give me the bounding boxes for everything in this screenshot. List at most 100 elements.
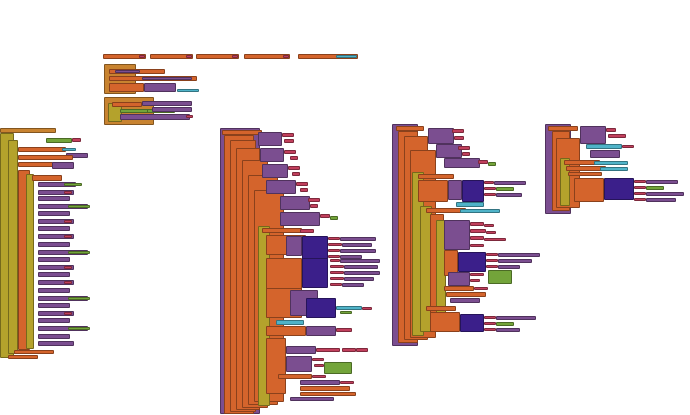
text-value-block[interactable]	[356, 348, 368, 352]
make-dictionary-block[interactable]	[302, 236, 328, 260]
dictionary-lookup-block[interactable]	[580, 126, 606, 144]
set-variable-block[interactable]	[266, 338, 286, 394]
text-value-block[interactable]	[486, 259, 498, 262]
list-value-block[interactable]	[594, 161, 628, 165]
component-call-block[interactable]	[38, 196, 70, 201]
logic-compare-block[interactable]	[496, 187, 514, 191]
dictionary-lookup-block[interactable]	[280, 196, 310, 210]
text-value-block[interactable]	[64, 281, 72, 284]
set-variable-block[interactable]	[18, 162, 53, 167]
text-value-block[interactable]	[470, 279, 480, 282]
list-value-block[interactable]	[177, 89, 199, 92]
global-variable-block[interactable]	[150, 54, 193, 59]
logic-compare-block[interactable]	[64, 183, 82, 186]
text-value-block[interactable]	[308, 198, 320, 202]
text-value-block[interactable]	[64, 312, 72, 315]
component-call-block[interactable]	[306, 326, 336, 336]
text-value-block[interactable]	[312, 358, 324, 361]
text-value-block[interactable]	[484, 238, 506, 241]
text-value-block[interactable]	[186, 55, 192, 58]
text-value-block[interactable]	[284, 139, 294, 143]
component-call-block[interactable]	[448, 180, 462, 200]
logic-compare-block[interactable]	[46, 138, 72, 143]
text-value-block[interactable]	[282, 133, 294, 137]
component-call-block[interactable]	[152, 107, 192, 112]
logic-compare-block[interactable]	[324, 362, 352, 374]
component-call-block[interactable]	[344, 277, 374, 281]
text-value-block[interactable]	[340, 381, 354, 384]
text-value-block[interactable]	[310, 204, 318, 208]
component-call-block[interactable]	[38, 219, 74, 224]
text-value-block[interactable]	[64, 266, 72, 269]
component-call-block[interactable]	[342, 283, 364, 287]
logic-compare-block[interactable]	[68, 205, 90, 208]
component-call-block[interactable]	[280, 212, 320, 226]
list-value-block[interactable]	[336, 55, 357, 58]
component-call-block[interactable]	[450, 298, 480, 303]
component-call-block[interactable]	[115, 70, 140, 73]
text-value-block[interactable]	[328, 243, 342, 246]
set-variable-block[interactable]	[444, 286, 474, 291]
text-value-block[interactable]	[634, 186, 646, 189]
component-call-block[interactable]	[496, 316, 536, 320]
logic-compare-block[interactable]	[488, 270, 512, 284]
logic-compare-block[interactable]	[68, 251, 90, 254]
set-variable-block[interactable]	[266, 326, 306, 336]
dictionary-lookup-block[interactable]	[258, 132, 282, 146]
text-value-block[interactable]	[478, 160, 488, 164]
text-value-block[interactable]	[470, 222, 484, 226]
set-variable-block[interactable]	[18, 155, 73, 160]
set-variable-block[interactable]	[262, 228, 302, 233]
logic-compare-block[interactable]	[496, 322, 514, 326]
make-dictionary-block[interactable]	[458, 252, 486, 272]
component-call-block[interactable]	[286, 346, 316, 354]
set-variable-block[interactable]	[112, 102, 142, 107]
set-variable-block[interactable]	[300, 392, 356, 396]
make-dictionary-block[interactable]	[306, 298, 336, 318]
component-call-block[interactable]	[38, 334, 70, 339]
component-call-block[interactable]	[590, 150, 620, 158]
text-value-block[interactable]	[336, 328, 352, 332]
global-variable-block[interactable]	[196, 54, 239, 59]
text-value-block[interactable]	[312, 375, 326, 378]
text-value-block[interactable]	[462, 152, 470, 156]
text-value-block[interactable]	[486, 265, 498, 268]
component-call-block[interactable]	[38, 303, 70, 308]
component-call-block[interactable]	[340, 237, 376, 241]
logic-compare-block[interactable]	[68, 297, 90, 300]
set-variable-block[interactable]	[418, 174, 454, 179]
text-value-block[interactable]	[300, 229, 314, 233]
dictionary-lookup-block[interactable]	[262, 164, 288, 178]
dictionary-lookup-block[interactable]	[448, 272, 470, 286]
text-value-block[interactable]	[328, 237, 340, 240]
text-value-block[interactable]	[634, 192, 646, 195]
text-value-block[interactable]	[64, 235, 72, 238]
text-value-block[interactable]	[486, 253, 498, 256]
component-call-block[interactable]	[344, 265, 378, 269]
set-variable-block[interactable]	[430, 312, 460, 332]
logic-compare-block[interactable]	[488, 162, 496, 166]
component-call-block[interactable]	[340, 255, 362, 259]
component-call-block[interactable]	[38, 190, 74, 195]
set-variable-block[interactable]	[426, 306, 456, 311]
component-call-block[interactable]	[38, 211, 70, 216]
component-call-block[interactable]	[646, 192, 684, 196]
component-call-block[interactable]	[38, 272, 70, 277]
component-call-block[interactable]	[496, 193, 522, 197]
component-call-block[interactable]	[286, 236, 302, 256]
component-call-block[interactable]	[290, 397, 334, 401]
set-variable-block[interactable]	[418, 180, 448, 202]
set-variable-block[interactable]	[18, 147, 66, 152]
component-call-block[interactable]	[142, 77, 192, 80]
component-call-block[interactable]	[494, 181, 526, 185]
global-variable-block[interactable]	[244, 54, 290, 59]
text-value-block[interactable]	[470, 236, 484, 240]
text-value-block[interactable]	[608, 134, 626, 138]
set-variable-block[interactable]	[568, 172, 602, 176]
text-value-block[interactable]	[362, 307, 372, 310]
list-value-block[interactable]	[460, 209, 500, 213]
component-call-block[interactable]	[38, 257, 70, 262]
text-value-block[interactable]	[470, 229, 486, 233]
set-variable-block[interactable]	[32, 175, 62, 181]
